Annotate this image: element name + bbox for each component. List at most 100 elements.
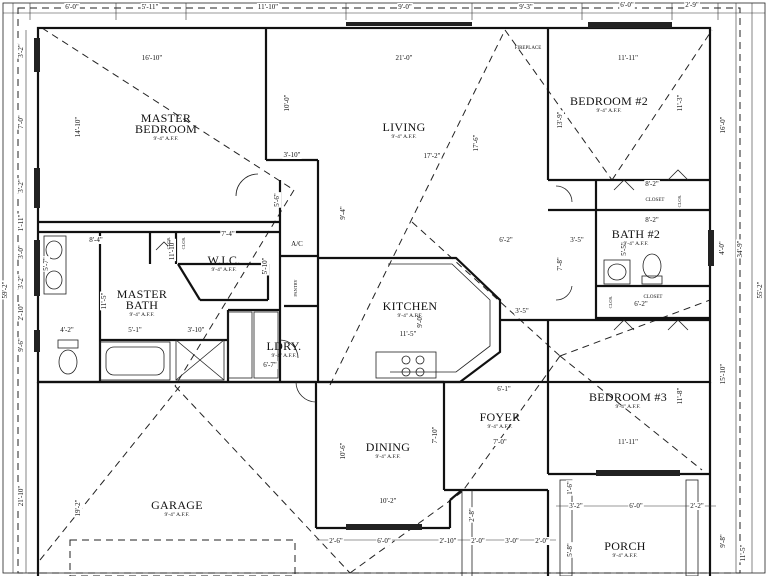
dimension-labels: 6'-0"5'-11"11'-10"9'-0"9'-3"6'-0"2'-9"16… [1,1,764,563]
dimension-label-bg [262,361,278,369]
dimension-label-bg [472,133,480,153]
dimension-label: 3'-2" [569,502,583,510]
dimension-label: 11'-5" [100,293,108,310]
dimension-label-bg [127,326,143,334]
dimension-label: 3'-10" [188,326,205,334]
room-elevation-bedroom-3: 9'-4" A.F.F. [616,404,642,410]
dimension-label-bg [568,502,584,510]
dimension-label-bg [514,307,530,315]
dimension-label-bg [17,114,25,130]
dimension-label-bg [628,502,644,510]
dimension-label-bg [689,502,705,510]
room-label-laundry: LDRY. [267,339,302,353]
dimension-label-bg [496,385,512,393]
dimension-label: 34'-9" [736,240,744,257]
dimension-label-bg [17,274,25,290]
dimension-label-bg [718,240,726,256]
dimension-label-bg [186,326,206,334]
dimension-label-bg [17,302,25,322]
dimension-label-bg [498,236,514,244]
dimension-label-bg [283,93,291,113]
dimension-label-bg [17,43,25,59]
dimension-label: 7'-4" [221,230,235,238]
dimension-label: 2'-6" [329,537,343,545]
dimension-label: 9'-3" [519,3,533,11]
dimension-label: 10'-2" [380,497,397,505]
dimension-label: 6'-2" [499,236,513,244]
dimension-label-bg [376,537,392,545]
dimension-label-bg [736,239,744,259]
dimension-label: 16'-10" [142,54,163,62]
dimension-label-bg [719,362,727,386]
dimension-label-bg [492,438,508,446]
dimension-label: 6'-2" [634,300,648,308]
label-clos-1: CLOS. [608,296,613,309]
dimension-label-bg [719,115,727,135]
dimension-label: 55'-2" [756,281,764,298]
room-elevation-bedroom-2: 9'-4" A.F.F. [597,108,623,114]
dimension-label-bg [140,54,164,62]
dimension-label-bg [74,498,82,518]
dimension-label: 8'-2" [645,216,659,224]
dimension-label: 2'-9" [685,1,699,9]
room-elevation-foyer: 9'-4" A.F.F. [488,424,514,430]
dimension-label-bg [1,280,9,300]
dimension-label: 6'-0" [377,537,391,545]
dimension-label: 8'-2" [645,180,659,188]
dimension-label-bg [644,180,660,188]
dimension-label-bg [619,1,635,9]
dimension-label-bg [17,484,25,508]
label-ac: A/C [291,240,303,248]
dimension-label: 5'-5" [620,242,628,256]
room-label-bedroom-3: BEDROOM #3 [589,390,667,404]
windows [34,22,714,530]
dimension-label-bg [256,3,280,11]
dimension-label-bg [620,241,628,257]
dimension-label: 5'-1" [128,326,142,334]
dimension-label: 1'-11" [17,215,25,232]
dimension-label-bg [468,507,476,523]
room-elevation-kitchen: 9'-4" A.F.F. [398,313,424,319]
dimension-label-bg [566,542,574,558]
label-pantry: PANTRY [293,279,298,297]
dimension-label: 11'-3" [676,95,684,112]
label-fireplace: FIREPLACE [515,46,542,51]
dimension-label-bg [88,236,104,244]
dimension-label-bg [398,330,418,338]
dimension-label-bg [556,256,564,272]
dimension-label-bg [17,213,25,233]
dimension-label: 9'-6" [17,338,25,352]
dimension-label-bg [59,326,75,334]
dimension-label: 2'-8" [468,508,476,522]
dimension-label-bg [17,244,25,260]
dimension-label: 17'-2" [424,152,441,160]
dimension-label: 9'-0" [398,3,412,11]
dimension-label-bg [534,537,550,545]
dimension-label: 11'-10" [258,3,278,11]
dimension-label-bg [431,425,439,445]
dimension-label: 7'-0" [17,115,25,129]
dimension-label: 7'-10" [431,426,439,443]
dimension-label: 6'-0" [65,3,79,11]
dimension-label: 5'-10" [261,257,269,274]
dimension-label: 6'-0" [629,502,643,510]
dimension-label: 1'-6" [566,481,574,495]
dimension-label: 4'-2" [60,326,74,334]
room-elevation-porch: 9'-4" A.F.F. [613,553,639,559]
dimension-label-bg [504,537,520,545]
room-elevation-wic: 9'-4" A.F.F. [212,267,238,273]
room-label-living: LIVING [382,120,425,134]
dimension-label-bg [378,497,398,505]
dimension-label-bg [261,256,269,276]
dimension-label-bg [566,480,574,496]
dimension-label: 6'-7" [263,361,277,369]
dimension-label: 3'-5" [515,307,529,315]
dimension-label-bg [339,441,347,461]
dimension-label: 9'-8" [719,534,727,548]
kitchen-counters [227,256,502,384]
label-clos-4: CLOS. [677,195,682,208]
dimension-label: 3'-2" [17,275,25,289]
dimension-label: 11'-11" [618,54,638,62]
